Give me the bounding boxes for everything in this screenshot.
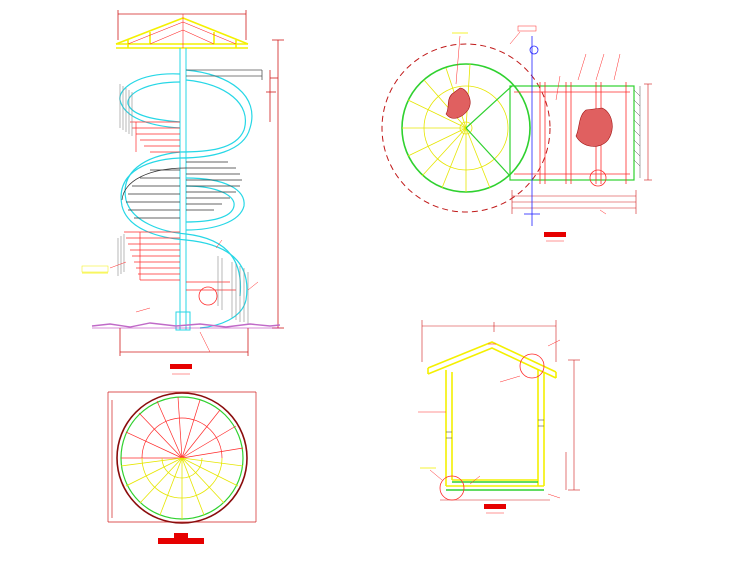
spiral-stair-plan bbox=[107, 391, 257, 544]
canopy-truss bbox=[127, 14, 237, 48]
gazebo-section bbox=[418, 320, 580, 514]
elevation-title-bar bbox=[170, 364, 192, 375]
axis-marker bbox=[524, 36, 540, 226]
top-landing bbox=[186, 69, 263, 80]
spiral-stair-elevation bbox=[81, 10, 284, 375]
elevation-dimension-lines bbox=[117, 10, 284, 356]
label-box-top bbox=[517, 25, 537, 32]
gazebo-detail-base bbox=[439, 475, 465, 501]
elevation-annotations bbox=[109, 239, 259, 353]
hatch-left bbox=[445, 87, 471, 119]
gazebo-detail-roof bbox=[519, 353, 545, 379]
gazebo-roof bbox=[427, 341, 557, 379]
stair-treads-dark bbox=[121, 161, 242, 219]
plan-circle-title-bar bbox=[158, 533, 204, 544]
plan-treads-yellow bbox=[120, 457, 244, 519]
gazebo-walls bbox=[445, 370, 545, 487]
bridge-leaders bbox=[455, 31, 621, 215]
stair-treads bbox=[124, 121, 236, 291]
ground-line bbox=[91, 322, 281, 329]
gazebo-dimension-lines bbox=[421, 320, 580, 501]
bridge-wall-hatch bbox=[633, 86, 641, 178]
plan-circle-dimension-lines bbox=[107, 391, 257, 523]
plan-treads-red bbox=[121, 396, 244, 459]
plan-dashed-boundary bbox=[381, 43, 551, 213]
plan-landing-wedge bbox=[465, 85, 513, 177]
spiral-stringers bbox=[119, 69, 253, 329]
bridge-beams bbox=[514, 82, 630, 184]
handrail-balusters bbox=[117, 84, 249, 324]
elevation-label-left bbox=[81, 265, 109, 273]
central-column bbox=[175, 48, 191, 331]
hatch-right bbox=[575, 107, 613, 147]
bridge-dimension-lines bbox=[511, 83, 652, 214]
bridge-deck bbox=[509, 85, 635, 181]
detail-callout-circle bbox=[198, 286, 218, 306]
plan-outer-ring bbox=[116, 392, 248, 524]
plan-top-title-bar bbox=[544, 232, 566, 242]
gazebo-openings bbox=[446, 419, 544, 439]
gazebo-floor bbox=[446, 481, 544, 491]
bridge-plan bbox=[381, 25, 652, 242]
bridge-detail-circle bbox=[589, 169, 607, 187]
plan-landing-treads bbox=[402, 63, 509, 192]
gazebo-leaders bbox=[418, 339, 561, 499]
gazebo-section-title-bar bbox=[484, 504, 506, 514]
